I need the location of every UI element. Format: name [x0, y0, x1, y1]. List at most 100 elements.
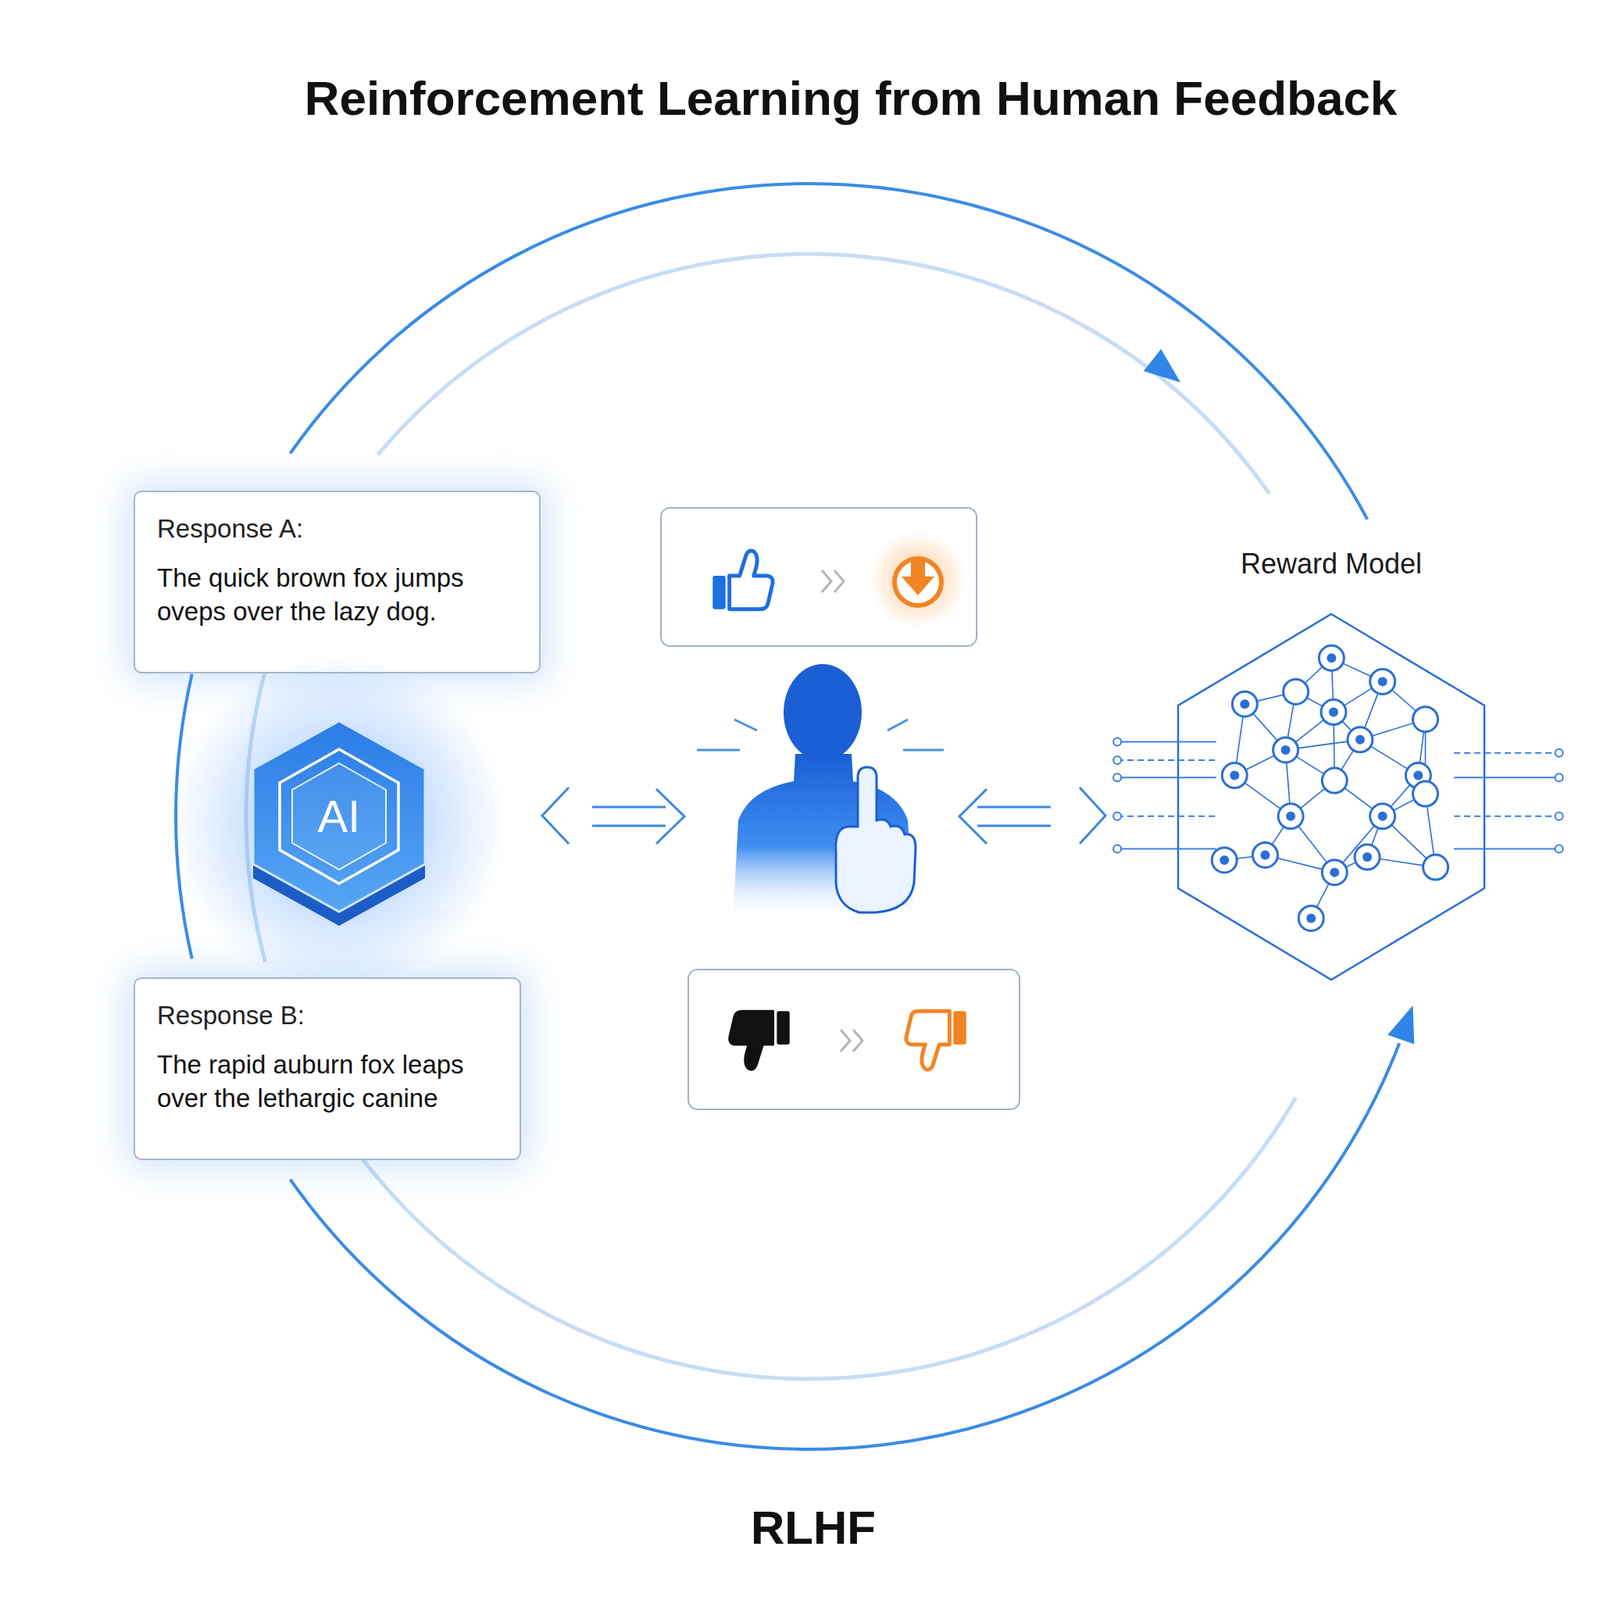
network-unit-core [1219, 855, 1229, 865]
network-unit [1232, 691, 1258, 717]
orange-glow [869, 531, 967, 629]
input-signal-line [1117, 759, 1217, 761]
ai-model-hexagon: AI [249, 721, 429, 931]
input-signal-dot [1113, 756, 1122, 765]
network-unit [1298, 905, 1324, 931]
network-unit [1318, 645, 1344, 671]
network-unit [1347, 727, 1373, 753]
cycle-arrowhead [1387, 1005, 1415, 1044]
thumb-hand [729, 1010, 774, 1070]
response-box: Response A: The quick brown fox jumps ove… [133, 490, 541, 674]
network-unit [1412, 781, 1438, 807]
cycle-ring [378, 253, 1270, 494]
preference-chevron [840, 1029, 850, 1052]
input-signal-dot [1113, 737, 1122, 746]
input-signal-line [1117, 848, 1217, 850]
input-signal-line [1117, 740, 1217, 743]
network-unit [1252, 842, 1278, 868]
reward-model-shape [1168, 612, 1494, 982]
response-heading: Response A: [157, 512, 518, 547]
exchange-chevron [542, 787, 569, 844]
ai-label: AI [317, 791, 361, 842]
thumbs-down-icon [729, 1010, 790, 1070]
network-unit [1370, 668, 1396, 694]
thumb-cuff [776, 1010, 790, 1045]
network-unit [1354, 844, 1380, 870]
network-unit [1283, 678, 1309, 704]
exchange-chevron [1079, 787, 1106, 844]
exchange-arrow [959, 789, 1051, 844]
feedback-panel [660, 507, 977, 647]
network-unit [1221, 763, 1247, 789]
exchange-arrow [592, 789, 685, 844]
network-unit-core [1281, 745, 1291, 755]
network-unit-core [1413, 771, 1423, 781]
response-box: Response B: The rapid auburn fox leaps ov… [133, 977, 522, 1161]
network-unit-core [1260, 850, 1270, 860]
cycle-arc [290, 183, 1368, 520]
thumb-hand [906, 1010, 950, 1070]
network-unit-core [1326, 653, 1336, 663]
attention-ray [887, 719, 908, 731]
human-figure [696, 664, 944, 922]
input-signal-dot [1555, 845, 1564, 854]
network-unit-core [1378, 676, 1388, 686]
input-signal-line [1117, 776, 1217, 779]
reward-model-hexagon: Reward Model [1168, 546, 1494, 985]
ai-label-area: AI [249, 721, 429, 912]
thumb-cuff [953, 1010, 966, 1045]
network-unit-core [1229, 771, 1240, 781]
network-unit [1321, 860, 1347, 886]
network-unit [1412, 707, 1438, 733]
network-unit [1321, 700, 1347, 725]
network-unit [1370, 803, 1396, 829]
input-signal-line [1117, 815, 1217, 818]
network-unit [1273, 737, 1299, 763]
network-unit-core [1306, 913, 1316, 923]
input-signal-line [1453, 815, 1557, 818]
cycle-arrowhead [1143, 349, 1181, 383]
pointing-hand [835, 767, 916, 913]
network-unit-core [1355, 735, 1365, 745]
down-arrow-icon [901, 559, 935, 596]
response-text: The rapid auburn fox leaps over the leth… [157, 1048, 498, 1116]
thumbs-up-icon [712, 550, 773, 610]
network-unit-core [1362, 852, 1372, 862]
input-signal-line [1453, 776, 1557, 779]
input-signal-dot [1113, 845, 1122, 854]
network-unit [1278, 803, 1304, 829]
ai-hexagon-ring [279, 749, 399, 884]
input-signal-dot [1555, 749, 1564, 758]
network-unit-core [1329, 867, 1340, 878]
input-signal-dot [1113, 773, 1122, 782]
network-unit [1321, 767, 1347, 793]
feedback-panel [688, 969, 1020, 1110]
network-unit [1423, 854, 1449, 880]
attention-ray [734, 719, 758, 731]
input-signal-dot [1555, 812, 1564, 821]
attention-ray [696, 749, 740, 752]
input-signals [1113, 737, 1563, 853]
diagram-title: Reinforcement Learning from Human Feedba… [147, 70, 1554, 126]
reward-model-label: Reward Model [1168, 546, 1494, 581]
diagram-caption: RLHF [657, 1500, 970, 1555]
input-signal-dot [1555, 773, 1564, 782]
network-unit [1211, 847, 1237, 873]
response-text: The quick brown fox jumps oveps over the… [157, 561, 518, 629]
thumb-cuff [712, 575, 725, 610]
ai-hexagon [253, 721, 425, 912]
input-signal-line [1453, 848, 1557, 850]
attention-ray [903, 749, 944, 752]
human-head [783, 664, 862, 761]
thumb-hand [729, 550, 774, 610]
ai-hexagon-ring [292, 763, 386, 870]
preference-chevron [821, 570, 832, 593]
input-signal-dot [1113, 812, 1122, 821]
ai-glow [171, 654, 508, 991]
reward-model-hexagon-outline [1178, 614, 1485, 980]
neural-network [1211, 645, 1448, 931]
network-unit-core [1285, 811, 1296, 822]
input-signal-line [1453, 752, 1557, 754]
response-heading: Response B: [157, 999, 498, 1033]
